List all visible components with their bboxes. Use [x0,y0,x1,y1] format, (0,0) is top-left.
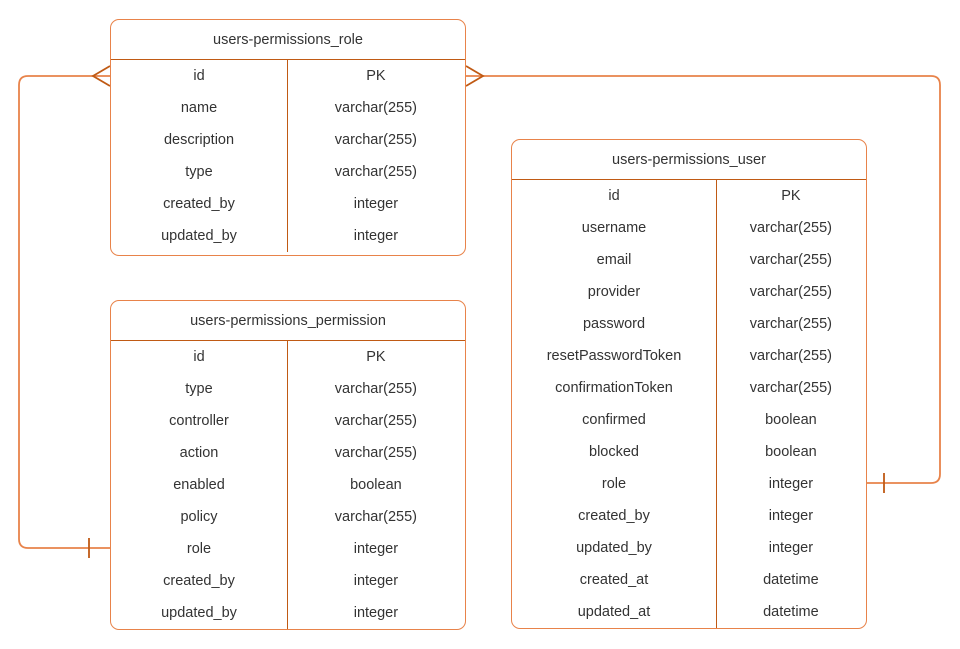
field-name: email [596,252,632,268]
field-name: id [608,188,620,204]
field-type: integer [353,541,399,557]
field-name: created_by [163,196,235,212]
field-type: varchar(255) [749,316,832,332]
field-type: integer [353,573,399,589]
field-type: integer [768,508,814,524]
field-name: type [185,381,213,397]
field-type: PK [366,68,386,84]
field-type: varchar(255) [334,509,417,525]
field-name: created_at [579,572,649,588]
field-type: varchar(255) [334,132,417,148]
field-name: updated_by [576,540,652,556]
field-name: action [179,445,219,461]
field-type: boolean [350,477,402,493]
field-type: integer [353,605,399,621]
field-type: varchar(255) [334,413,417,429]
crowfoot-icon [465,65,485,87]
field-name: updated_at [577,604,651,620]
field-name: created_by [163,573,235,589]
entity-title: users-permissions_permission [111,301,465,341]
entity-body: id name description type created_by updated_b… [111,60,465,252]
column-field-names: id username email provider password resetPass… [512,180,717,628]
field-type: integer [353,228,399,244]
field-name: id [193,68,205,84]
field-type: integer [353,196,399,212]
relationship-line [18,75,111,549]
field-type: datetime [763,572,819,588]
column-field-names: id type controller action enabled policy role c… [111,341,288,629]
field-type: integer [768,476,814,492]
field-name: updated_by [161,605,237,621]
field-type: boolean [765,444,817,460]
field-type: PK [781,188,801,204]
field-type: integer [768,540,814,556]
field-name: blocked [589,444,639,460]
field-name: updated_by [161,228,237,244]
entity-title: users-permissions_user [512,140,866,180]
field-name: type [185,164,213,180]
field-type: varchar(255) [334,381,417,397]
relationship-permission-role [18,65,111,558]
field-name: name [180,100,218,116]
field-type: varchar(255) [749,348,832,364]
field-name: id [193,349,205,365]
field-name: resetPasswordToken [546,348,682,364]
column-field-names: id name description type created_by updated_b… [111,60,288,252]
field-name: password [582,316,646,332]
field-type: datetime [763,604,819,620]
field-type: varchar(255) [334,100,417,116]
field-type: boolean [765,412,817,428]
field-type: varchar(255) [749,284,832,300]
crowfoot-icon [91,65,111,87]
column-field-types: PK varchar(255) varchar(255) varchar(255) in… [288,60,464,252]
field-name: created_by [578,508,650,524]
field-name: controller [169,413,229,429]
field-name: username [581,220,647,236]
field-name: policy [180,509,218,525]
field-name: confirmed [582,412,646,428]
column-field-types: PK varchar(255) varchar(255) varchar(255) bo… [288,341,464,629]
field-name: description [163,132,235,148]
entity-title: users-permissions_role [111,20,465,60]
field-name: enabled [173,477,225,493]
field-type: varchar(255) [334,164,417,180]
field-type: varchar(255) [749,380,832,396]
entity-body: id type controller action enabled policy role c… [111,341,465,629]
field-type: varchar(255) [334,445,417,461]
field-name: provider [587,284,641,300]
field-name: role [186,541,212,557]
field-type: varchar(255) [749,220,832,236]
column-field-types: PK varchar(255) varchar(255) varchar(255) va… [717,180,865,628]
field-type: varchar(255) [749,252,832,268]
field-name: role [601,476,627,492]
field-type: PK [366,349,386,365]
field-name: confirmationToken [555,380,673,396]
entity-body: id username email provider password resetPass… [512,180,866,628]
